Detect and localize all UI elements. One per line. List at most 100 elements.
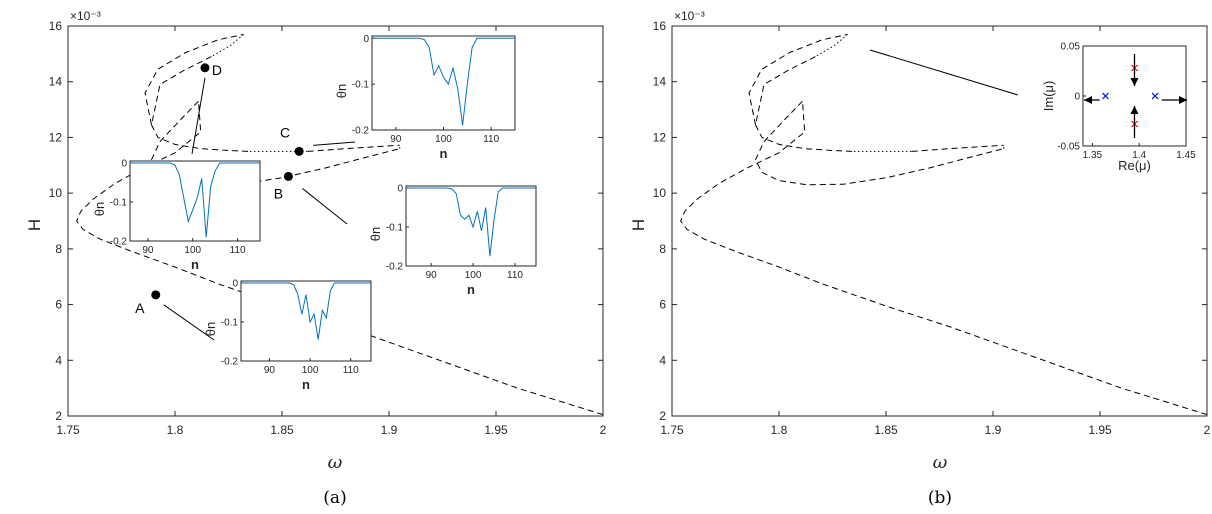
arrow-down-icon bbox=[1130, 54, 1139, 86]
panel-b-unstable-branch-5 bbox=[755, 56, 816, 126]
panel-b-unstable-branch-1 bbox=[754, 100, 1004, 186]
panel-b-x-tick-label: 1.8 bbox=[771, 423, 788, 437]
floquet-inset-y-tick-label: -0.05 bbox=[1057, 142, 1080, 153]
inset-C-x-tick-label: 110 bbox=[483, 134, 499, 145]
panel-b-y-exponent: ×10⁻³ bbox=[674, 9, 705, 23]
inset-C-y-tick-label: -0.2 bbox=[352, 126, 370, 137]
arrow-right-icon bbox=[1161, 96, 1187, 104]
panel-b-inset-connector bbox=[869, 49, 1019, 96]
inset-B-x-tick-label: 110 bbox=[507, 270, 523, 281]
panel-a-y-tick-label: 8 bbox=[55, 242, 62, 256]
panel-b-x-label: ω bbox=[933, 452, 948, 473]
panel-b-unstable-branch-0 bbox=[680, 101, 1208, 416]
point-B-marker bbox=[283, 171, 293, 181]
panel-b-axes-frame bbox=[671, 25, 1208, 417]
panel-a-unstable-branch-2 bbox=[144, 33, 244, 125]
inset-B-x-tick-label: 100 bbox=[465, 270, 482, 281]
panel-b-y-tick-label: 8 bbox=[659, 242, 666, 256]
arrow-up-icon bbox=[1130, 106, 1139, 138]
arrow-left-icon bbox=[1084, 96, 1100, 104]
inset-C-x-tick-label: 100 bbox=[435, 134, 452, 145]
point-D-label: D bbox=[212, 62, 222, 78]
inset-D-y-tick-label: -0.2 bbox=[110, 237, 128, 248]
panel-a-unstable-branch-4 bbox=[307, 144, 400, 152]
inset-B-frame bbox=[405, 185, 537, 267]
panel-b-y-tick-label: 14 bbox=[653, 75, 667, 89]
panel-a-y-tick-label: 2 bbox=[55, 409, 62, 423]
inset-D-y-label: θn bbox=[92, 202, 107, 216]
panel-a-branch-segment-0 bbox=[211, 34, 244, 58]
panel-a-y-tick-label: 14 bbox=[49, 75, 63, 89]
panel-b-y-tick-label: 6 bbox=[659, 298, 666, 312]
inset-C-profile-line bbox=[372, 37, 515, 126]
panel-b-y-tick-label: 4 bbox=[659, 353, 666, 367]
inset-B-profile-line bbox=[406, 187, 536, 257]
inset-A-x-tick-label: 90 bbox=[264, 365, 276, 376]
inset-A-profile-line bbox=[241, 282, 371, 340]
inset-C-connector bbox=[313, 141, 356, 146]
point-D-marker bbox=[200, 63, 210, 73]
panel-a-x-tick-label: 1.85 bbox=[270, 423, 294, 437]
panel-a-caption: (a) bbox=[323, 488, 346, 508]
inset-C-x-label: n bbox=[440, 146, 448, 161]
panel-a-y-exponent: ×10⁻³ bbox=[70, 9, 101, 23]
panel-b-x-tick-label: 1.85 bbox=[874, 423, 898, 437]
panel-b-x-tick-label: 1.9 bbox=[985, 423, 1002, 437]
inset-C-frame bbox=[371, 35, 516, 131]
inset-D-y-tick-label: 0 bbox=[121, 158, 127, 169]
inset-C-y-label: θn bbox=[334, 84, 349, 98]
floquet-inset-y-tick-label: 0 bbox=[1074, 92, 1080, 103]
panel-a-y-tick-label: 10 bbox=[49, 186, 63, 200]
inset-B-x-label: n bbox=[467, 282, 475, 297]
panel-b-y-tick-label: 2 bbox=[659, 409, 666, 423]
panel-b-unstable-branch-4 bbox=[911, 144, 1004, 152]
inset-A-y-tick-label: 0 bbox=[232, 278, 238, 289]
inset-A-x-tick-label: 100 bbox=[302, 365, 319, 376]
panel-a-y-tick-label: 16 bbox=[49, 19, 63, 33]
inset-A-y-tick-label: -0.1 bbox=[221, 317, 239, 328]
panel-b-unstable-branch-2 bbox=[748, 33, 848, 125]
panel-a-x-tick-label: 2 bbox=[600, 423, 607, 437]
floquet-multiplier-marker bbox=[1151, 92, 1159, 100]
inset-B-y-tick-label: -0.2 bbox=[386, 262, 404, 273]
panel-a-axes-frame bbox=[67, 25, 604, 417]
inset-B-y-label: θn bbox=[368, 227, 383, 241]
panel-b-inset-connector-line bbox=[869, 49, 1019, 96]
inset-A-frame bbox=[240, 280, 372, 362]
floquet-inset-x-tick-label: 1.4 bbox=[1132, 150, 1146, 161]
panel-a-x-tick-label: 1.75 bbox=[56, 423, 80, 437]
panel-a-x-tick-label: 1.8 bbox=[167, 423, 184, 437]
floquet-multiplier-marker bbox=[1102, 92, 1109, 100]
panel-a-inset-connectors bbox=[163, 77, 356, 341]
panel-b-y-tick-label: 12 bbox=[653, 130, 667, 144]
inset-A-y-label: θn bbox=[203, 322, 218, 336]
panel-b-y-tick-label: 16 bbox=[653, 19, 667, 33]
floquet-inset-x-tick-label: 1.35 bbox=[1083, 150, 1103, 161]
inset-D-x-tick-label: 100 bbox=[184, 245, 201, 256]
panel-b-curves bbox=[680, 33, 1208, 416]
floquet-inset-y-label: Im(μ) bbox=[1041, 81, 1056, 112]
floquet-inset-x-tick-label: 1.45 bbox=[1176, 150, 1196, 161]
panel-a-y-tick-label: 4 bbox=[55, 353, 62, 367]
panel-a-y-label: H bbox=[25, 219, 44, 231]
panel-b-x-tick-label: 1.95 bbox=[1088, 423, 1112, 437]
floquet-inset-y-tick-label: 0.05 bbox=[1061, 42, 1081, 53]
point-C-marker bbox=[294, 146, 304, 156]
panel-a-x-tick-label: 1.9 bbox=[381, 423, 398, 437]
point-A-label: A bbox=[135, 300, 145, 316]
panel-b-x-tick-label: 2 bbox=[1204, 423, 1211, 437]
inset-B-y-tick-label: -0.1 bbox=[386, 222, 404, 233]
panel-b-unstable-branch-3 bbox=[755, 124, 854, 152]
inset-B-connector bbox=[302, 188, 348, 225]
inset-A-connector bbox=[163, 304, 215, 341]
inset-D-y-tick-label: -0.1 bbox=[110, 197, 128, 208]
